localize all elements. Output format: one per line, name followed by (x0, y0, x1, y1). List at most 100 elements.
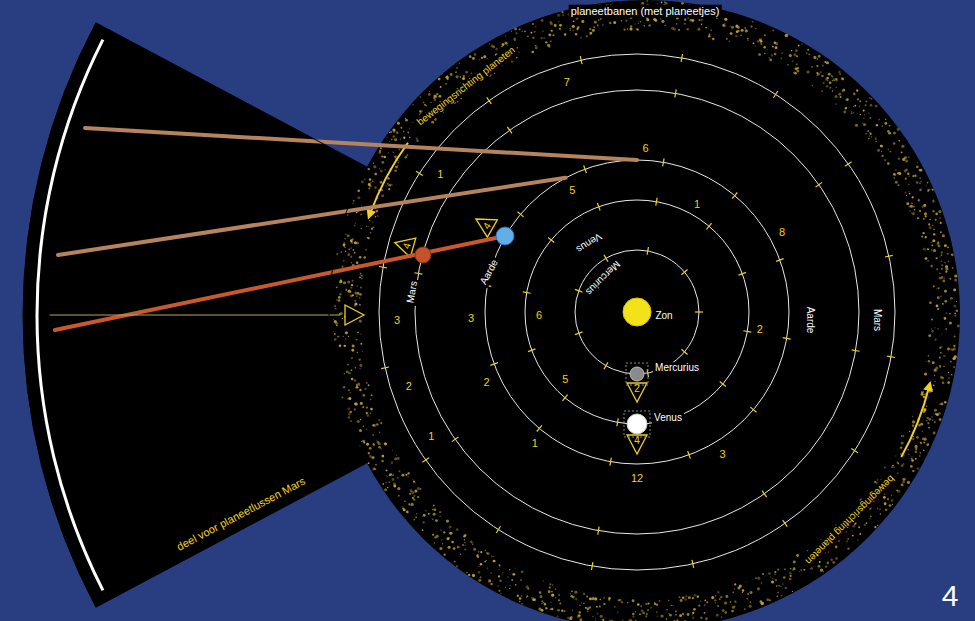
star-dot (776, 596, 778, 598)
star-dot (832, 90, 833, 91)
star-dot (343, 336, 344, 337)
star-dot (402, 506, 403, 507)
star-dot (941, 346, 943, 348)
star-dot (538, 607, 541, 610)
star-dot (940, 352, 942, 354)
star-dot (487, 568, 488, 569)
star-dot (434, 542, 435, 543)
star-dot (938, 245, 941, 248)
tick-mark (528, 349, 536, 352)
star-dot (729, 41, 730, 42)
star-dot (675, 614, 677, 616)
star-dot (395, 166, 398, 169)
star-dot (490, 572, 492, 574)
star-dot (666, 618, 668, 620)
star-dot (385, 482, 387, 484)
star-dot (757, 587, 760, 590)
star-dot (567, 617, 570, 620)
star-dot (926, 185, 927, 186)
star-dot (595, 620, 598, 621)
star-dot (398, 162, 400, 164)
star-dot (932, 200, 935, 203)
star-dot (944, 244, 947, 247)
star-dot (366, 226, 367, 227)
star-dot (854, 105, 856, 107)
star-dot (930, 242, 932, 244)
star-dot (701, 19, 703, 21)
star-dot (402, 508, 404, 510)
star-dot (362, 351, 364, 353)
star-dot (414, 482, 415, 483)
star-dot (724, 23, 726, 25)
star-dot (734, 588, 735, 589)
star-dot (925, 257, 928, 260)
star-dot (383, 156, 385, 158)
star-dot (793, 567, 796, 570)
star-dot (530, 32, 532, 34)
star-dot (927, 422, 929, 424)
tick-mark (750, 407, 756, 412)
star-dot (489, 43, 490, 44)
star-dot (400, 127, 402, 129)
star-dot (932, 210, 934, 212)
tick-mark (507, 127, 512, 134)
star-dot (477, 554, 479, 556)
star-dot (355, 403, 358, 406)
star-dot (762, 573, 764, 575)
star-dot (824, 61, 826, 63)
star-dot (453, 547, 456, 550)
pointer-triangles (345, 219, 647, 454)
star-dot (350, 287, 352, 289)
star-dot (781, 58, 782, 59)
star-dot (593, 26, 595, 28)
star-dot (369, 185, 372, 188)
star-dot (354, 402, 357, 405)
star-dot (474, 55, 476, 57)
star-dot (936, 305, 939, 308)
star-dot (407, 132, 409, 134)
star-dot (512, 573, 515, 576)
star-dot (742, 589, 744, 591)
star-dot (916, 166, 918, 168)
star-dot (904, 156, 907, 159)
star-dot (941, 403, 944, 406)
star-dot (360, 343, 362, 345)
star-dot (493, 560, 496, 563)
star-dot (912, 470, 914, 472)
star-dot (456, 528, 459, 531)
star-dot (870, 133, 872, 135)
tick-number: 3 (466, 311, 476, 324)
tick-mark (610, 458, 611, 466)
star-dot (387, 487, 389, 489)
star-dot (780, 586, 781, 587)
star-dot (932, 361, 935, 364)
star-dot (473, 548, 476, 551)
star-dot (893, 142, 896, 145)
star-dot (907, 481, 910, 484)
star-dot (769, 599, 771, 601)
star-dot (875, 105, 878, 108)
star-dot (460, 98, 461, 99)
star-dot (372, 180, 374, 182)
orbit-rings (379, 54, 895, 570)
star-dot (944, 244, 947, 247)
star-dot (704, 612, 706, 614)
star-dot (680, 599, 683, 602)
star-dot (687, 613, 690, 616)
caption-text: Venus (572, 230, 605, 257)
star-dot (781, 53, 782, 54)
star-dot (595, 618, 596, 619)
star-dot (642, 612, 645, 615)
star-dot (732, 591, 734, 593)
star-dot (821, 90, 823, 92)
star-dot (579, 611, 581, 613)
star-dot (851, 111, 852, 112)
star-dot (559, 28, 561, 30)
star-dot (351, 262, 352, 263)
star-dot (868, 113, 870, 115)
star-dot (384, 169, 385, 170)
star-dot (394, 155, 397, 158)
star-dot (398, 495, 400, 497)
star-dot (715, 595, 716, 596)
star-dot (608, 599, 610, 601)
